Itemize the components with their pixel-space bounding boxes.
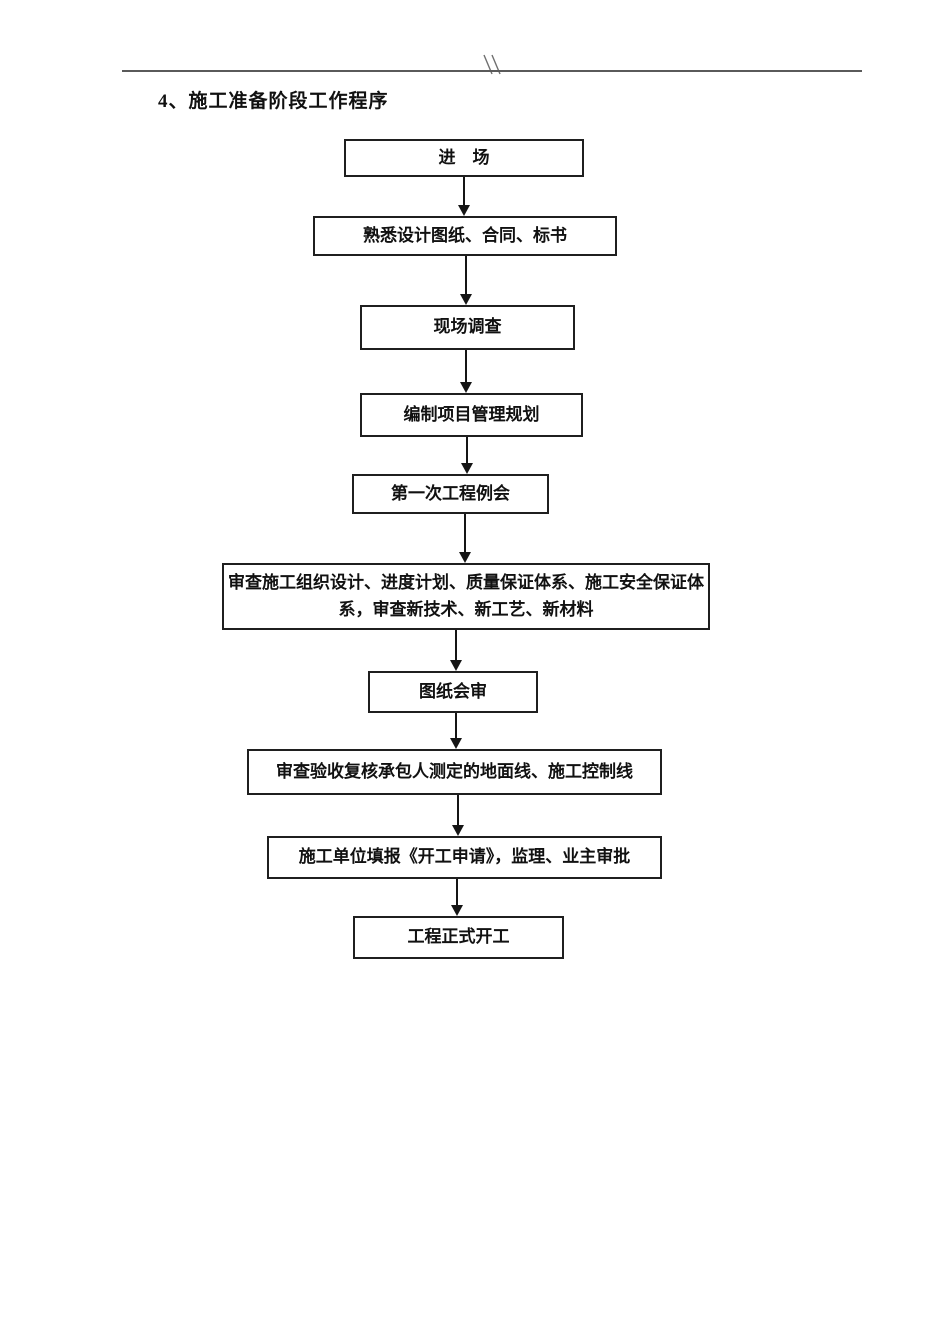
flow-step-verify-ground-control-lines: 审查验收复核承包人测定的地面线、施工控制线: [247, 749, 662, 795]
flow-step-label: 现场调查: [433, 317, 502, 337]
flow-step-label: 审查验收复核承包人测定的地面线、施工控制线: [276, 761, 633, 781]
section-title: 4、施工准备阶段工作程序: [158, 91, 389, 112]
flow-arrow-down: [460, 350, 472, 393]
flow-step-label: 熟悉设计图纸、合同、标书: [363, 225, 567, 245]
flow-arrow-down: [459, 514, 471, 563]
flow-step-label: 审查施工组织设计、进度计划、质量保证体系、施工安全保证体 系，审查新技术、新工艺…: [228, 573, 704, 619]
flow-step-label: 编制项目管理规划: [403, 404, 540, 424]
flow-step-start-work-application: 施工单位填报《开工申请》，监理、业主审批: [267, 836, 662, 879]
flow-arrow-down: [451, 879, 463, 916]
flow-step-first-project-meeting: 第一次工程例会: [352, 474, 549, 514]
flow-step-review-documents: 熟悉设计图纸、合同、标书: [313, 216, 617, 256]
flow-step-site-survey: 现场调查: [360, 305, 575, 350]
flow-step-review-construction-systems: 审查施工组织设计、进度计划、质量保证体系、施工安全保证体 系，审查新技术、新工艺…: [222, 563, 710, 630]
flow-arrow-down: [450, 630, 462, 671]
flow-step-label: 进 场: [438, 147, 490, 167]
flow-step-label: 图纸会审: [419, 681, 487, 701]
flow-arrow-down: [461, 437, 473, 474]
flow-step-label: 第一次工程例会: [391, 483, 510, 503]
flow-step-project-management-plan: 编制项目管理规划: [360, 393, 583, 437]
flow-arrow-down: [460, 256, 472, 305]
flow-step-drawing-joint-review: 图纸会审: [368, 671, 538, 713]
flow-step-label: 工程正式开工: [407, 927, 510, 947]
flow-arrow-down: [450, 713, 462, 749]
flow-step-label: 施工单位填报《开工申请》，监理、业主审批: [298, 847, 631, 867]
flow-step-formal-commencement: 工程正式开工: [353, 916, 564, 959]
flow-arrow-down: [452, 795, 464, 836]
flow-step-enter-site: 进 场: [344, 139, 584, 177]
header-rule: [122, 70, 862, 72]
flow-arrow-down: [458, 177, 470, 216]
